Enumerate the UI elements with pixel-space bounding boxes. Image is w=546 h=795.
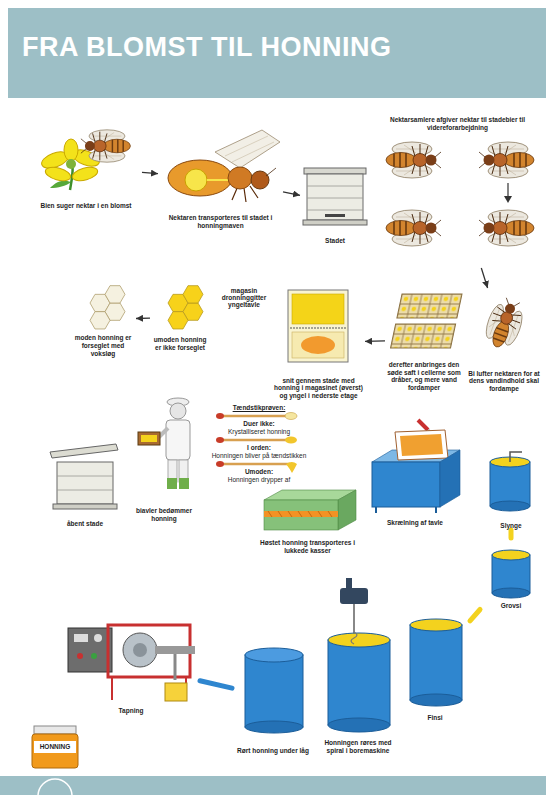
step-caption: Finsi [400, 714, 470, 722]
annotation-label: Umoden: [200, 468, 318, 476]
extractor-tank [490, 452, 530, 511]
footer-band [0, 776, 546, 795]
annotation-label: HONNING [34, 743, 76, 751]
step-caption: moden honning er forseglet med voksløg [70, 334, 136, 357]
step-box: Bi lufter nektaren for at dens vandindho… [466, 288, 542, 393]
pipe-connector [200, 681, 232, 688]
stirring-tank [328, 578, 390, 732]
unripe-honey-cells [168, 286, 203, 329]
step-caption: Nektarsamlere afgiver nektar til stadebi… [375, 116, 540, 132]
uncapping-tank [372, 420, 460, 513]
open-hive [50, 444, 118, 509]
step-box: Rørt honning under låg [232, 640, 314, 755]
flow-arrow [365, 340, 385, 342]
annotation-label: dronninggitter [216, 294, 272, 302]
beehive [303, 168, 367, 225]
honeycomb-cells [391, 294, 462, 348]
honey-jar [32, 726, 78, 768]
flow-arrow [283, 192, 300, 196]
step-caption: Skrælning af tavle [365, 519, 465, 527]
annotation-label: I orden: [200, 444, 318, 452]
step-box: åbent stade [45, 440, 125, 528]
step-caption: Nektaren transporteres til stadet i honn… [158, 214, 283, 230]
annotation-label: Duer ikke: [200, 420, 318, 428]
annotation-label: Krystalliseret honning [200, 428, 318, 436]
bottling-machine [68, 625, 195, 701]
coarse-sieve-tank [492, 550, 530, 598]
step-box: Skrælning af tavle [365, 415, 465, 527]
pipe-connector [470, 610, 480, 621]
step-box: Nektarsamlere afgiver nektar til stadebi… [375, 116, 540, 268]
step-caption: åbent stade [45, 520, 125, 528]
capped-honey-cells [90, 286, 125, 329]
step-caption: Stadet [300, 237, 370, 245]
step-box: Stadet [300, 160, 370, 245]
flow-arrow [481, 268, 487, 288]
annotation-label: Honningen drypper af [200, 476, 318, 484]
pipe-connector [509, 530, 514, 538]
step-caption: umoden honning er ikke forseglet [150, 336, 210, 352]
step-caption: derefter anbringes den søde saft i celle… [385, 361, 463, 392]
annotation-label: magasin [216, 287, 272, 295]
flower-bee [39, 130, 130, 190]
bee-honey-stomach [168, 130, 280, 202]
step-box: Finsi [400, 600, 470, 722]
step-box: Bien suger nektar i en blomst [30, 125, 142, 210]
step-box: snit gennem stade med honning i magasine… [272, 285, 365, 400]
step-caption: snit gennem stade med honning i magasine… [272, 377, 365, 400]
step-box: Honningen røres med spiral i boremaskine [318, 585, 398, 755]
step-box: biavler bedømmer honning [128, 395, 200, 523]
step-caption: Bi lufter nektaren for at dens vandindho… [466, 370, 542, 393]
step-caption: biavler bedømmer honning [128, 507, 200, 523]
annotation-label: Honningen bliver på tændstikken [200, 452, 318, 460]
step-box: Nektaren transporteres til stadet i honn… [158, 128, 283, 230]
beekeeper [138, 398, 190, 489]
stirred-honey-tank [245, 648, 303, 733]
step-box: umoden honning er ikke forseglet [150, 282, 210, 352]
step-caption: Rørt honning under låg [232, 747, 314, 755]
fine-sieve-tank [410, 619, 462, 706]
annotation-label: Tændstikprøven: [200, 404, 318, 412]
step-box: Tapning [62, 615, 200, 715]
header-band [8, 8, 546, 98]
step-caption: Tapning [62, 707, 200, 715]
flow-arrow [136, 317, 150, 319]
nectar-transfer-bees [386, 142, 534, 246]
step-box: Høstet honning transporteres i lukkede k… [255, 487, 360, 555]
step-caption: Bien suger nektar i en blomst [30, 202, 142, 210]
step-caption: Slynge [480, 522, 542, 530]
step-box: Slynge [480, 448, 542, 530]
step-box: moden honning er forseglet med voksløg [70, 282, 136, 357]
annotation-label: yngeltavle [216, 301, 272, 309]
step-box: derefter anbringes den søde saft i celle… [385, 288, 463, 392]
step-box: Grovsi [480, 538, 542, 610]
poster-title: FRA BLOMST TIL HONNING [22, 33, 391, 63]
step-caption: Honningen røres med spiral i boremaskine [318, 739, 398, 755]
fanning-bee [481, 295, 528, 353]
step-caption: Grovsi [480, 602, 542, 610]
hive-section [288, 290, 348, 362]
flow-arrow [142, 172, 158, 173]
closed-transport-box [264, 490, 356, 530]
step-caption: Høstet honning transporteres i lukkede k… [255, 539, 360, 555]
